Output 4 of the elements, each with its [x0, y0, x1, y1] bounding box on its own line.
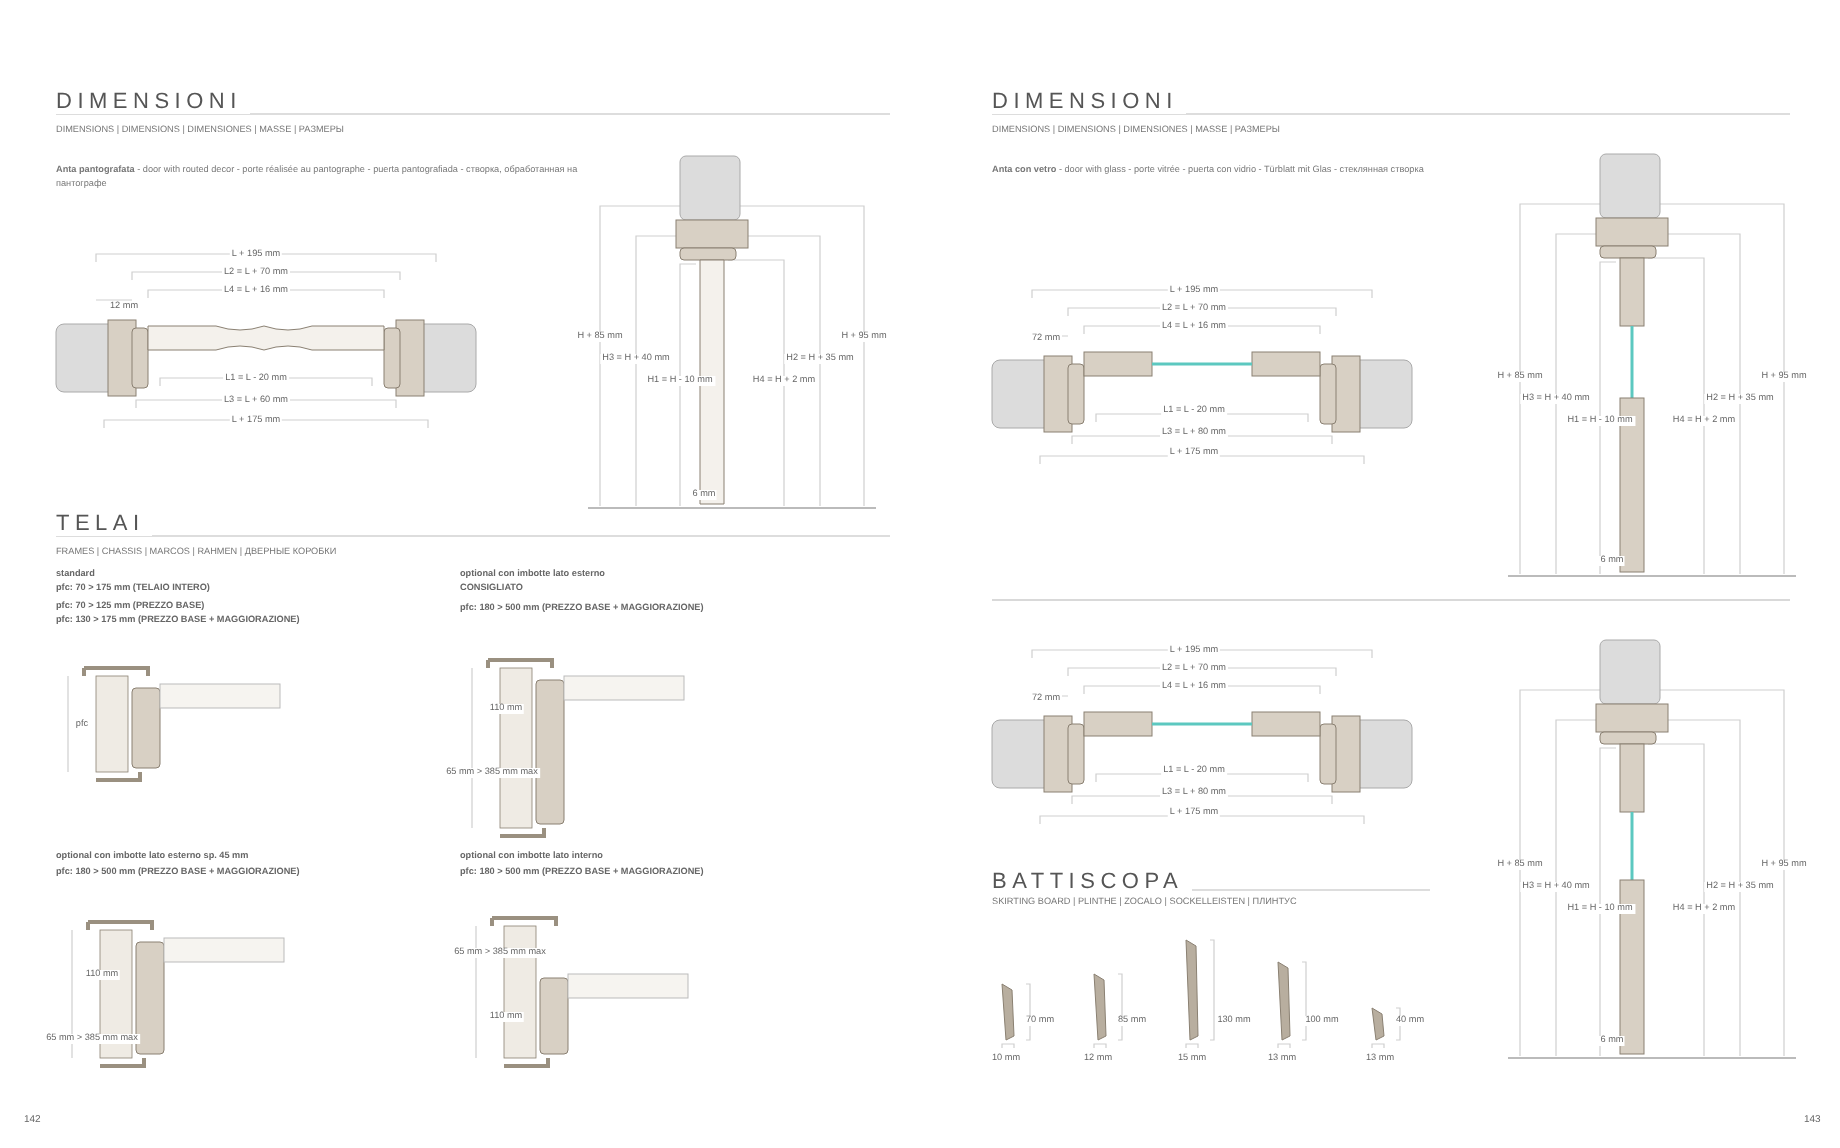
section-heading: DIMENSIONI [56, 92, 250, 114]
section-heading: BATTISCOPA [992, 872, 1192, 894]
section-heading: DIMENSIONI [992, 92, 1186, 114]
section-heading: TELAI [56, 514, 153, 536]
